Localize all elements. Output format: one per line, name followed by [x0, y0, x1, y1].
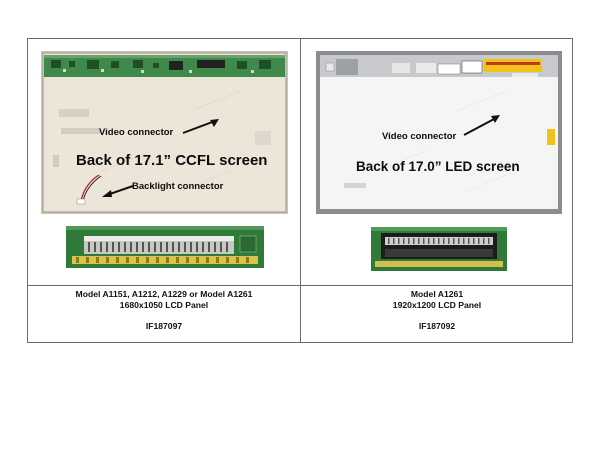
led-screen-title: Back of 17.0” LED screen [356, 159, 520, 174]
right-part-number: IF187092 [418, 321, 456, 331]
right-panel-spec: 1920x1200 LCD Panel [392, 300, 482, 310]
ccfl-connector-image [66, 226, 264, 268]
backlight-connector-label: Backlight connector [132, 181, 224, 192]
product-comparison-table: Video connector Back of 17.1” CCFL scree… [27, 38, 573, 343]
led-panel-image [316, 51, 562, 214]
video-connector-arrow-icon [182, 119, 219, 134]
right-photo-cell: Video connector Back of 17.0” LED screen [301, 39, 573, 285]
column-divider [300, 39, 301, 342]
ccfl-connector-closeup [66, 226, 264, 268]
left-model-line: Model A1151, A1212, A1229 or Model A1261 [75, 289, 253, 299]
ccfl-screen-title: Back of 17.1” CCFL screen [76, 152, 268, 169]
ccfl-panel-image [41, 51, 288, 214]
backlight-connector-arrow-icon [102, 185, 134, 197]
video-connector-label: Video connector [382, 131, 457, 142]
video-connector-arrow-icon [463, 115, 500, 136]
ccfl-panel-photo: Video connector Back of 17.1” CCFL scree… [41, 51, 288, 214]
led-panel-photo: Video connector Back of 17.0” LED screen [316, 51, 562, 214]
row-divider [28, 285, 572, 286]
video-connector-label: Video connector [99, 127, 174, 138]
led-connector-image [371, 227, 507, 271]
right-caption-cell: Model A1261 1920x1200 LCD Panel IF187092 [301, 286, 573, 342]
left-panel-spec: 1680x1050 LCD Panel [119, 300, 209, 310]
left-part-number: IF187097 [145, 321, 183, 331]
left-photo-cell: Video connector Back of 17.1” CCFL scree… [28, 39, 300, 285]
led-connector-closeup [371, 227, 507, 271]
left-caption-cell: Model A1151, A1212, A1229 or Model A1261… [28, 286, 300, 342]
right-model-line: Model A1261 [410, 289, 464, 299]
